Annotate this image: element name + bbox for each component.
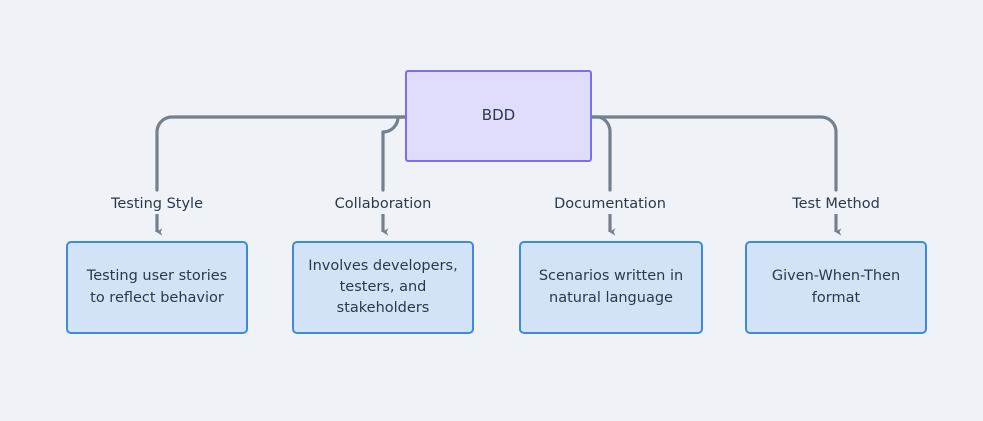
edge-label-test-method: Test Method — [787, 197, 885, 212]
node-line: to reflect behavior — [90, 289, 224, 306]
node-collaboration-label: Involves developers, testers, and stakeh… — [308, 256, 457, 319]
node-line: natural language — [549, 289, 673, 306]
edge-label-documentation: Documentation — [549, 197, 671, 212]
edge-label-collaboration: Collaboration — [329, 197, 437, 212]
node-line: stakeholders — [336, 300, 430, 316]
edge-path-documentation — [590, 115, 612, 192]
node-collaboration[interactable]: Involves developers, testers, and stakeh… — [292, 241, 474, 334]
edge-label-testing-style: Testing Style — [105, 197, 209, 212]
node-test-method[interactable]: Given-When-Then format — [745, 241, 927, 334]
node-line: Given-When-Then — [771, 268, 901, 285]
edge-path-test-method — [590, 115, 838, 192]
node-documentation[interactable]: Scenarios written in natural language — [519, 241, 703, 334]
node-test-method-label: Given-When-Then format — [772, 266, 900, 308]
node-testing-style-label: Testing user stories to reflect behavior — [87, 266, 227, 308]
node-testing-style[interactable]: Testing user stories to reflect behavior — [66, 241, 248, 334]
node-line: Testing user stories — [86, 268, 228, 285]
node-documentation-label: Scenarios written in natural language — [539, 266, 683, 308]
node-line: format — [811, 289, 861, 306]
node-line: Scenarios written in — [538, 268, 684, 285]
node-line: Involves developers, — [308, 257, 458, 274]
node-bdd[interactable]: BDD — [405, 70, 592, 162]
edge-path-testing-style — [155, 115, 407, 192]
node-bdd-label: BDD — [481, 106, 516, 125]
node-line: testers, and — [339, 278, 427, 295]
edge-path-collaboration — [381, 115, 407, 192]
